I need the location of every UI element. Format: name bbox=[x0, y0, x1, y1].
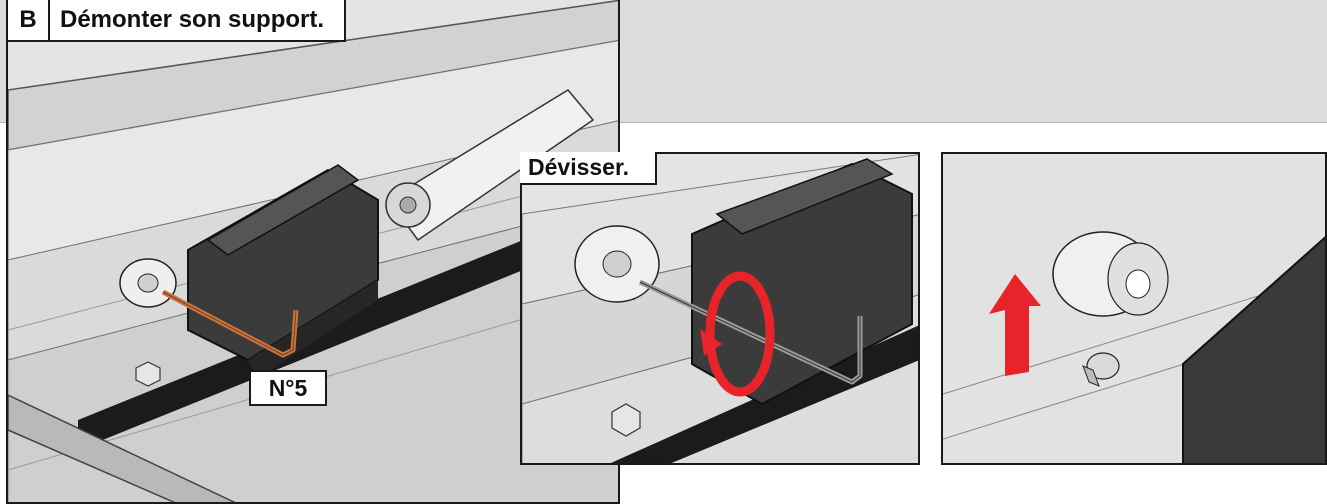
up-arrow-icon bbox=[989, 274, 1041, 376]
counterclockwise-arrow-icon bbox=[700, 271, 775, 397]
unscrew-illustration-panel bbox=[520, 152, 920, 465]
lift-illustration-panel bbox=[941, 152, 1327, 465]
unscrew-callout: Dévisser. bbox=[520, 152, 658, 185]
main-illustration-panel bbox=[6, 0, 620, 504]
unscrew-illustration bbox=[522, 154, 918, 463]
step-letter: B bbox=[8, 0, 50, 40]
tool-size-callout: N°5 bbox=[249, 370, 327, 406]
step-title: Démonter son support. bbox=[60, 6, 325, 33]
main-illustration bbox=[8, 0, 618, 502]
step-header: B Démonter son support. bbox=[6, 0, 347, 42]
lift-illustration bbox=[943, 154, 1325, 463]
